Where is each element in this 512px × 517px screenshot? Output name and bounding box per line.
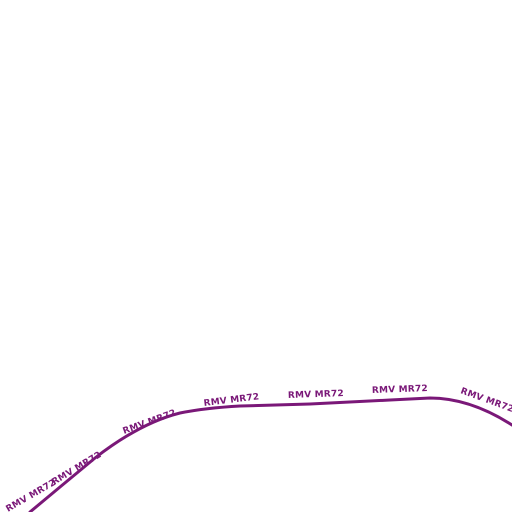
route-line-rmv-mr72[interactable]: [28, 396, 512, 514]
route-label: RMV MR72: [50, 450, 103, 487]
route-label: RMV MR72: [122, 408, 178, 437]
route-label: RMV MR72: [288, 389, 344, 401]
route-label: RMV MR72: [372, 384, 428, 396]
